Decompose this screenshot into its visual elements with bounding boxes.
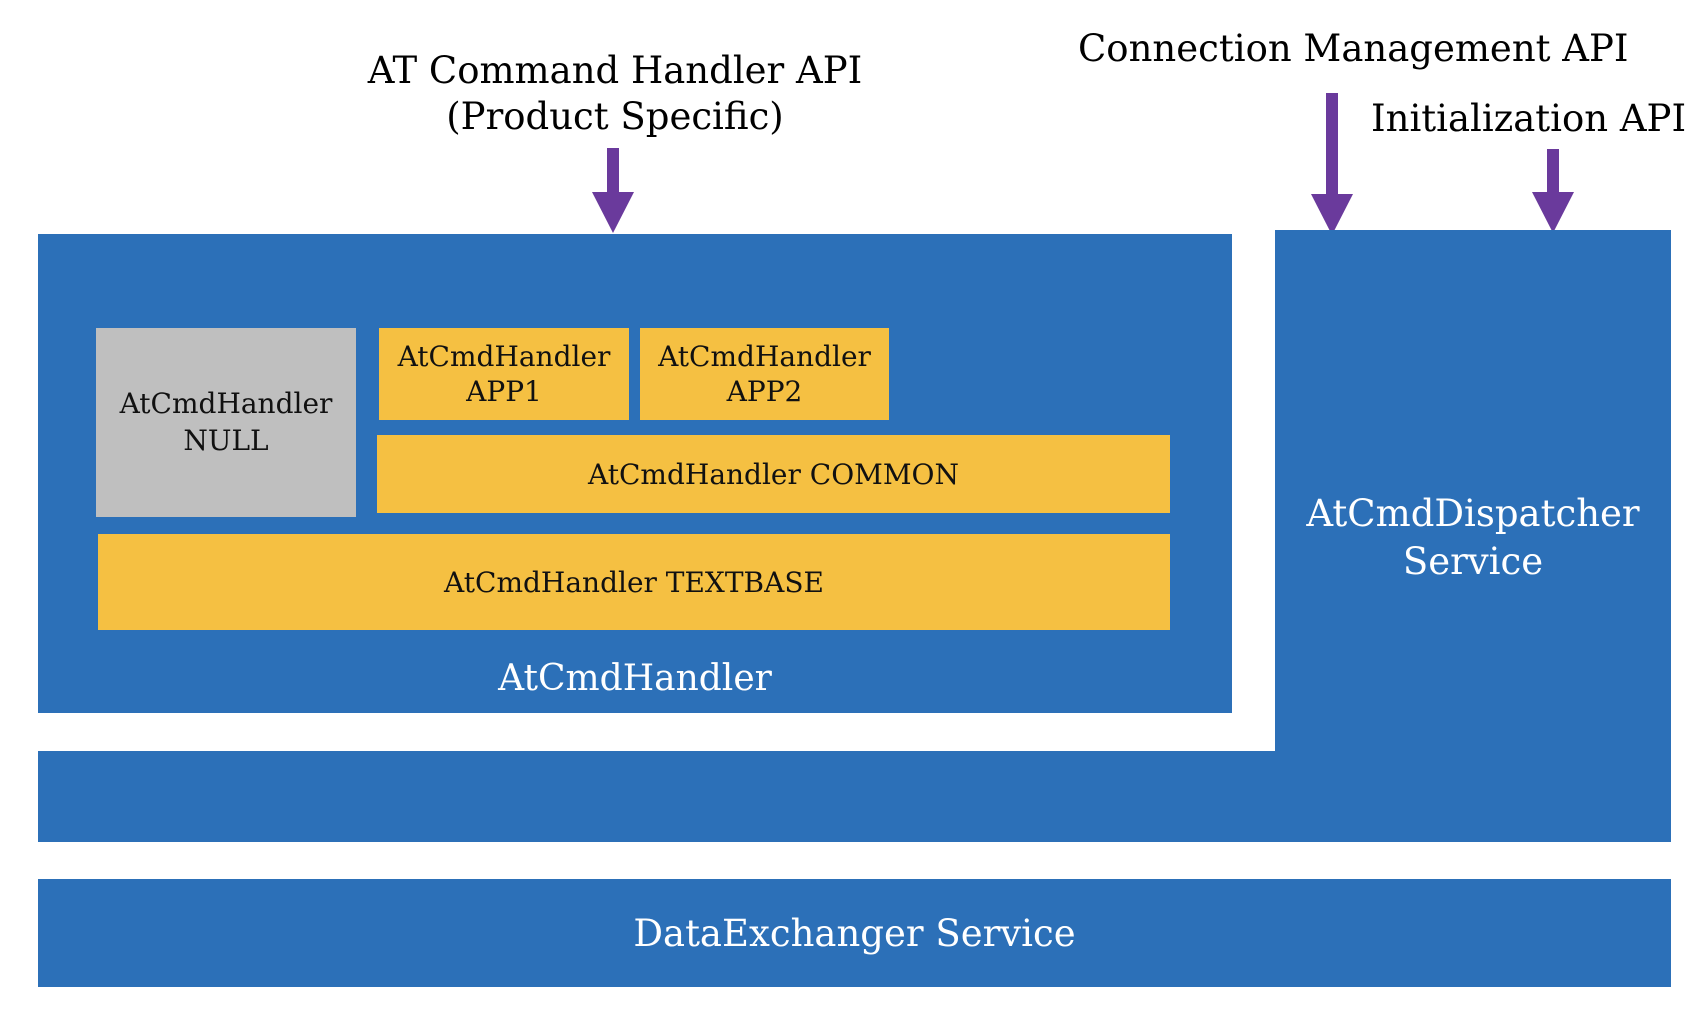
at-command-handler-api-subtitle: (Product Specific)	[446, 95, 784, 139]
atcmdhandler-null-name: AtCmdHandler	[119, 387, 333, 421]
atcmddispatcher-label: AtCmdDispatcher Service	[1275, 490, 1671, 586]
atcmddispatcher-name: AtCmdDispatcher	[1306, 492, 1640, 535]
atcmddispatcher-service: Service	[1402, 540, 1544, 584]
atcmdhandler-null-box: AtCmdHandler NULL	[96, 328, 356, 517]
atcmddispatcher-base-bar	[38, 751, 1671, 842]
dataexchanger-block: DataExchanger Service	[38, 879, 1671, 987]
initialization-api-label: Initialization API	[1371, 97, 1687, 140]
atcmddispatcher-block	[1275, 230, 1671, 842]
atcmdhandler-app2-box: AtCmdHandler APP2	[640, 328, 889, 420]
atcmdhandler-app1-name: AtCmdHandler	[397, 340, 611, 373]
at-command-handler-api-label: AT Command Handler API (Product Specific…	[345, 48, 885, 141]
atcmdhandler-app1-variant: APP1	[466, 375, 542, 408]
atcmdhandler-app2-variant: APP2	[726, 375, 803, 408]
connection-management-api-label: Connection Management API	[1078, 27, 1629, 70]
atcmdhandler-textbase-box: AtCmdHandler TEXTBASE	[98, 534, 1170, 630]
at-command-handler-api-title: AT Command Handler API	[367, 49, 863, 92]
atcmdhandler-common-box: AtCmdHandler COMMON	[377, 435, 1170, 513]
atcmdhandler-app1-box: AtCmdHandler APP1	[379, 328, 629, 420]
atcmdhandler-label: AtCmdHandler	[498, 658, 772, 699]
atcmdhandler-app2-name: AtCmdHandler	[658, 340, 871, 373]
atcmdhandler-null-variant: NULL	[183, 423, 269, 457]
